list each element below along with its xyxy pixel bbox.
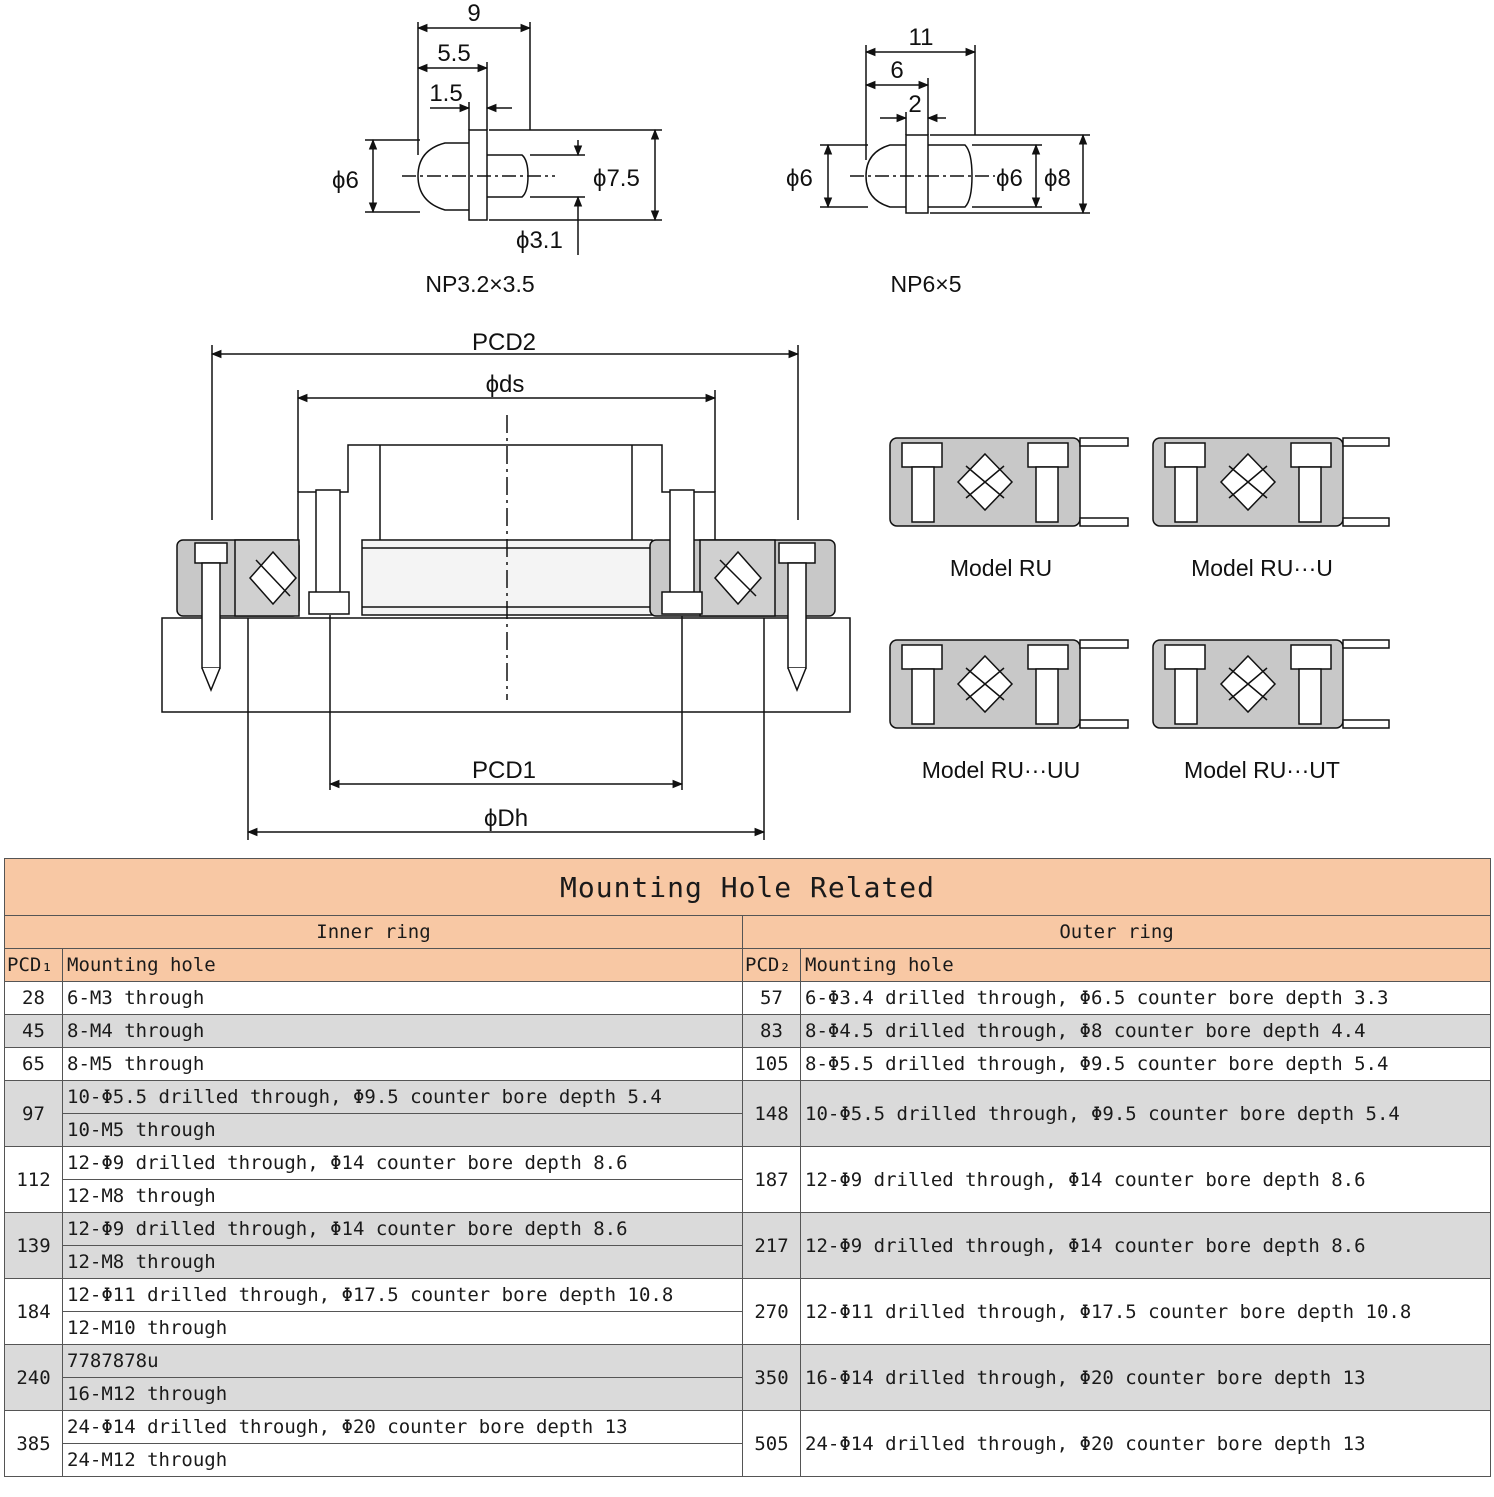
inner-hole-cell: 12-Φ9 drilled through, Φ14 counter bore … (62, 1146, 743, 1180)
table-title: Mounting Hole Related (3, 858, 1492, 916)
pcd2-cell: 57 (742, 981, 801, 1015)
mounting-hole-table: Mounting Hole Related Inner ring Outer r… (3, 858, 1492, 1477)
pcd1-cell: 139 (4, 1212, 63, 1279)
outer-hole-cell: 12-Φ9 drilled through, Φ14 counter bore … (799, 1146, 1492, 1213)
pcd2-cell: 270 (742, 1278, 801, 1345)
model-ru-u-caption: Model RU···U (1191, 555, 1333, 581)
outer-hole-cell: 8-Φ5.5 drilled through, Φ9.5 counter bor… (799, 1047, 1492, 1081)
inner-hole-cell: 6-M3 through (62, 981, 743, 1015)
model-ru-uu-caption: Model RU···UU (922, 757, 1080, 783)
pcd2-cell: 105 (742, 1047, 801, 1081)
label-pcd2: PCD2 (472, 329, 536, 356)
outer-hole-cell: 12-Φ9 drilled through, Φ14 counter bore … (799, 1212, 1492, 1279)
inner-hole-cell: 12-M8 through (62, 1179, 743, 1213)
inner-hole-cell: 10-Φ5.5 drilled through, Φ9.5 counter bo… (62, 1080, 743, 1114)
pcd2-cell: 148 (742, 1080, 801, 1147)
pcd2-cell: 217 (742, 1212, 801, 1279)
pcd1-cell: 184 (4, 1278, 63, 1345)
pin-np6-dia-right: ϕ8 (1044, 165, 1071, 192)
inner-hole-cell: 12-M10 through (62, 1311, 743, 1345)
outer-hole-cell: 8-Φ4.5 drilled through, Φ8 counter bore … (799, 1014, 1492, 1048)
col-inner-hole-header: Mounting hole (62, 948, 743, 982)
inner-hole-cell: 7787878u (62, 1344, 743, 1378)
inner-hole-cell: 12-Φ9 drilled through, Φ14 counter bore … (62, 1212, 743, 1246)
col-pcd1-header: PCD₁ (4, 948, 63, 982)
pin-np3-dim-1-5: 1.5 (429, 80, 462, 107)
label-dh: ϕDh (484, 805, 528, 832)
table-row: 24-M12 through (5, 1443, 1491, 1477)
inner-hole-cell: 10-M5 through (62, 1113, 743, 1147)
col-outer-hole-header: Mounting hole (799, 948, 1492, 982)
pcd1-cell: 112 (4, 1146, 63, 1213)
inner-hole-cell: 24-Φ14 drilled through, Φ20 counter bore… (62, 1410, 743, 1444)
technical-drawing: 9 5.5 1.5 ϕ6 ϕ7.5 ϕ3.1 NP3.2×3.5 11 6 2 … (161, 0, 1390, 840)
inner-hole-cell: 16-M12 through (62, 1377, 743, 1411)
pin-np6-dia-left: ϕ6 (786, 165, 813, 192)
bearing-section-drawing (161, 345, 851, 840)
pin-np3-dia-left: ϕ6 (332, 167, 359, 194)
pin-np3-dim-5-5: 5.5 (437, 40, 470, 67)
inner-hole-cell: 24-M12 through (62, 1443, 743, 1477)
pcd1-cell: 385 (4, 1410, 63, 1477)
outer-hole-cell: 12-Φ11 drilled through, Φ17.5 counter bo… (799, 1278, 1492, 1345)
mounting-hole-table-wrapper: Mounting Hole Related Inner ring Outer r… (3, 858, 1492, 1495)
pin-np6-dia-mid: ϕ6 (996, 165, 1023, 192)
label-ds: ϕds (486, 371, 525, 398)
model-ru-caption: Model RU (950, 555, 1052, 581)
pin-np3-dia-bottom: ϕ3.1 (516, 227, 563, 254)
pin-np6-dim-6: 6 (890, 57, 903, 84)
pcd1-cell: 65 (4, 1047, 63, 1081)
outer-hole-cell: 10-Φ5.5 drilled through, Φ9.5 counter bo… (799, 1080, 1492, 1147)
label-pcd1: PCD1 (472, 757, 536, 784)
table-row: 12-M8 through (5, 1245, 1491, 1279)
pcd1-cell: 240 (4, 1344, 63, 1411)
model-ru-drawing (889, 437, 1390, 729)
pin-np3-dim-9: 9 (467, 0, 480, 27)
outer-hole-cell: 24-Φ14 drilled through, Φ20 counter bore… (799, 1410, 1492, 1477)
pcd1-cell: 28 (4, 981, 63, 1015)
pcd2-cell: 83 (742, 1014, 801, 1048)
inner-hole-cell: 8-M4 through (62, 1014, 743, 1048)
outer-hole-cell: 16-Φ14 drilled through, Φ20 counter bore… (799, 1344, 1492, 1411)
pin-np6-caption: NP6×5 (891, 271, 962, 297)
pcd1-cell: 97 (4, 1080, 63, 1147)
inner-hole-cell: 12-Φ11 drilled through, Φ17.5 counter bo… (62, 1278, 743, 1312)
table-row: 12-M10 through (5, 1311, 1491, 1345)
inner-hole-cell: 12-M8 through (62, 1245, 743, 1279)
inner-hole-cell: 8-M5 through (62, 1047, 743, 1081)
outer-hole-cell: 6-Φ3.4 drilled through, Φ6.5 counter bor… (799, 981, 1492, 1015)
pcd2-cell: 350 (742, 1344, 801, 1411)
inner-ring-header: Inner ring (4, 915, 743, 949)
bearing-right (649, 489, 836, 692)
pin-np3-caption: NP3.2×3.5 (425, 271, 534, 297)
bearing-left (176, 489, 350, 692)
col-pcd2-header: PCD₂ (742, 948, 801, 982)
model-ru-ut-caption: Model RU···UT (1184, 757, 1340, 783)
table-row: 12-M8 through (5, 1179, 1491, 1213)
pin-np6-drawing (820, 45, 1090, 215)
pin-np3-drawing (365, 22, 662, 255)
table-row: 10-M5 through (5, 1113, 1491, 1147)
pin-np6-dim-11: 11 (909, 24, 934, 51)
pcd1-cell: 45 (4, 1014, 63, 1048)
pcd2-cell: 187 (742, 1146, 801, 1213)
pcd2-cell: 505 (742, 1410, 801, 1477)
pin-np3-dia-right: ϕ7.5 (593, 165, 640, 192)
outer-ring-header: Outer ring (741, 915, 1492, 949)
table-row: 16-M12 through (5, 1377, 1491, 1411)
pin-np6-dim-2: 2 (908, 91, 921, 118)
